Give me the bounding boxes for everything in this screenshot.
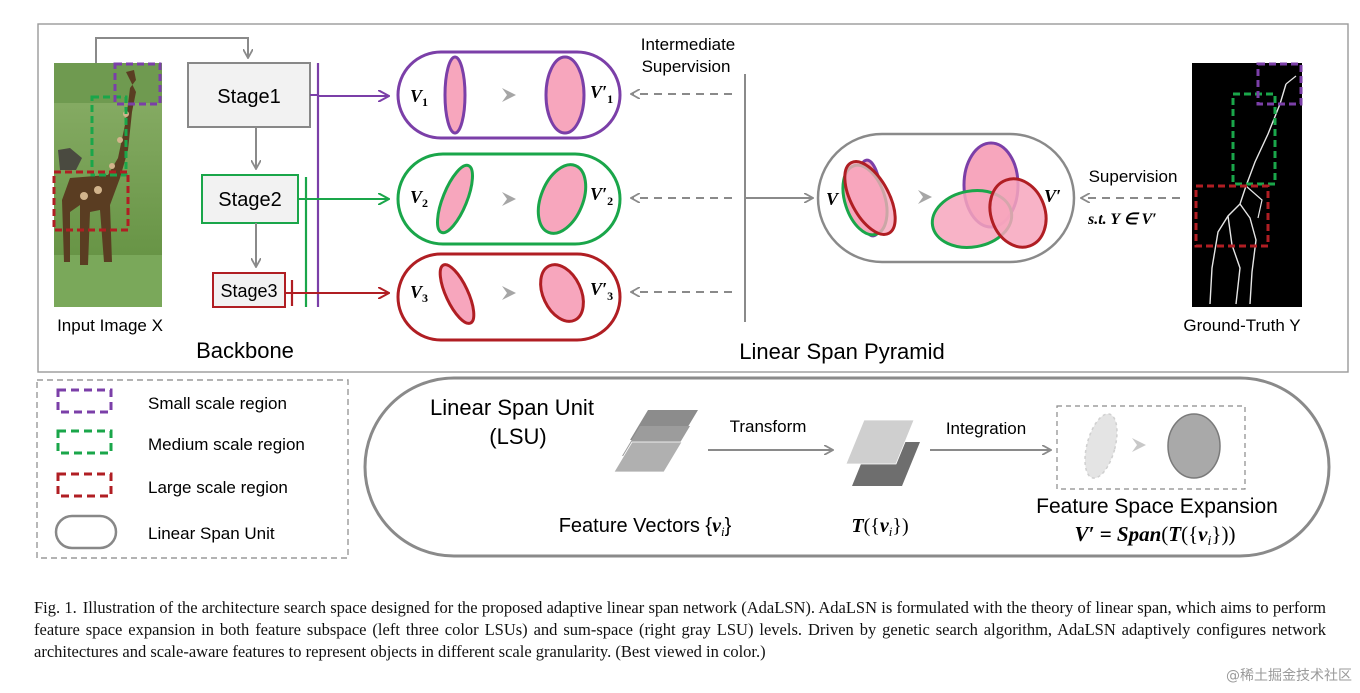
feature-vectors-icon [613,410,698,473]
lsu-3: V3 V′3 [396,252,622,342]
watermark: @稀土掘金技术社区 [1226,668,1352,684]
input-image [52,62,162,307]
stage2-label: Stage2 [218,189,281,211]
transform-label: Transform [730,417,807,436]
svg-text:V′1: V′1 [590,82,613,106]
input-image-label: Input Image X [57,316,163,335]
stage1-box [187,62,311,128]
expansion-title: Feature Space Expansion [1036,495,1278,518]
lsu-2: V2 V′2 [396,152,622,246]
input-to-stage1-arrow [95,37,248,63]
ground-truth-label: Ground-Truth Y [1183,316,1300,335]
backbone-label: Backbone [196,338,294,363]
ground-truth-image [1192,62,1303,307]
constraint-label: s.t. Y ∈ V′ [1087,211,1157,228]
lsu-detail-panel: Linear Span Unit(LSU) Feature Vectors {v… [363,376,1331,558]
lsu-title: Linear Span Unit(LSU) [430,395,594,449]
caption-label: Fig. 1. [34,598,77,617]
sum-lsu: V V′ [816,132,1076,264]
caption-text: Illustration of the architecture search … [34,598,1326,661]
expansion-formula: V′ = Span(T({vi})) [1075,522,1236,549]
svg-text:V2: V2 [410,187,428,210]
svg-text:V′2: V′2 [590,184,613,208]
integration-label: Integration [946,419,1026,438]
legend-swatch-lsu [54,514,118,550]
transformed-features-label: T({vi}) [851,515,908,539]
legend-label-lsu: Linear Span Unit [148,524,275,543]
legend-swatch-medium [56,429,113,455]
legend-swatch-small [56,388,113,414]
svg-text:V′3: V′3 [590,279,613,303]
transformed-features-icon [845,419,920,486]
stage1-label: Stage1 [217,86,280,108]
supervision-label: Supervision [1089,167,1178,186]
feature-vectors-label: Feature Vectors {vi} [559,515,732,539]
legend-label-large: Large scale region [148,478,288,497]
legend-label-medium: Medium scale region [148,435,305,454]
svg-text:V1: V1 [410,86,428,109]
svg-text:V3: V3 [410,282,428,305]
legend: Small scale region Medium scale region L… [36,379,349,559]
legend-label-small: Small scale region [148,394,287,413]
svg-text:V′: V′ [1044,186,1061,206]
lsu-1: V1 V′1 [396,50,622,140]
pyramid-label: Linear Span Pyramid [739,339,944,364]
figure-caption: Fig. 1.Illustration of the architecture … [34,597,1326,663]
stage3-box [212,272,286,308]
legend-swatch-large [56,472,113,498]
stage3-label: Stage3 [220,281,277,301]
svg-text:V: V [826,189,840,209]
